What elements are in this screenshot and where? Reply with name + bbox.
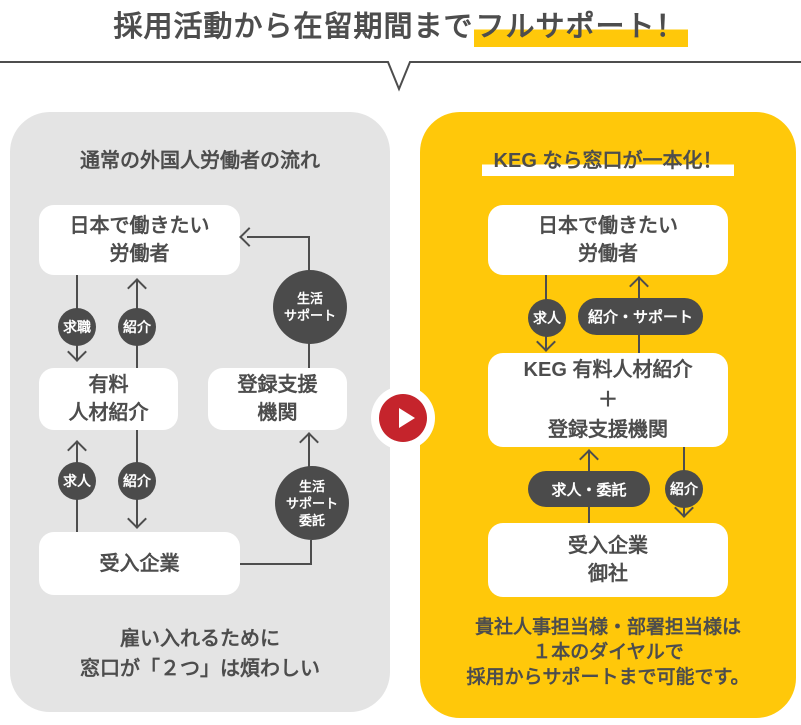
box-paid-agency: 有料 人材紹介 [39,368,178,430]
badge-label: 求職 [63,319,91,335]
badge-label: 求人 [63,473,91,489]
arrowhead-up-icon [127,278,147,298]
panel-keg-flow: KEG なら窓口が一本化！ 日本で働きたい 労働者 KEG 有料人材紹介 ＋ 登… [420,112,796,718]
box-company-keg-line1: 受入企業 [568,535,648,557]
arrowhead-up-icon [629,276,649,296]
box-keg-agency-line2: ＋ [598,389,618,411]
badge-life-support-outsourcing: 生活 サポート 委託 [275,466,349,540]
box-support-org-line1: 登録支援 [237,374,318,396]
badge-intro-lower: 紹介 [118,462,156,500]
right-panel-heading-text: KEG なら窓口が一本化！ [481,150,735,176]
box-worker: 日本で働きたい 労働者 [39,205,240,275]
box-keg-agency: KEG 有料人材紹介 ＋ 登録支援機関 [488,353,728,447]
line-support-to-worker-v [308,236,310,272]
line-outsourcing-up [308,434,310,468]
badge-label: 求人・委託 [551,481,627,499]
note-line: 窓口が「２つ」は煩わしい [80,658,320,680]
box-company-line1: 受入企業 [99,552,180,575]
divider-pointer [0,61,801,92]
line-company-to-outsourcing-h [240,563,312,565]
box-keg-agency-line3: 登録支援機関 [548,419,668,441]
badge-intro-support: 紹介・サポート [578,298,703,335]
badge-intro-keg: 紹介 [665,470,703,508]
title-highlight: フルサポート！ [473,11,688,47]
box-worker-keg-line1: 日本で働きたい [538,215,678,237]
badge-label: 生活 [298,478,325,494]
badge-job-seeking: 求職 [58,308,96,346]
note-line: 貴社人事担当様・部署担当様は [474,617,741,638]
badge-label: 求人 [533,310,561,326]
note-line: １本のダイヤルで [532,642,684,663]
box-support-org-line2: 機関 [257,402,298,424]
box-worker-keg: 日本で働きたい 労働者 [488,205,728,275]
badge-job-offer-keg: 求人 [528,299,566,337]
badge-label: 紹介・サポート [587,309,693,326]
transform-arrow [371,386,435,450]
badge-job-offer: 求人 [58,462,96,500]
arrowhead-up-icon [299,432,319,452]
panel-normal-flow: 通常の外国人労働者の流れ 日本で働きたい 労働者 有料 人材紹介 登録支援 機関… [10,112,390,712]
badge-label: 紹介 [123,473,151,489]
line-support-to-worker-h [247,236,310,238]
badge-life-support: 生活 サポート [273,270,347,344]
play-icon [379,394,427,442]
box-company: 受入企業 [39,532,240,595]
badge-label: 紹介 [123,319,151,335]
badge-label: 生活 [296,291,323,306]
arrowhead-up-icon [67,440,87,460]
left-panel-heading: 通常の外国人労働者の流れ [80,150,320,172]
box-worker-keg-line2: 労働者 [578,243,638,265]
left-panel-note: 雇い入れるために 窓口が「２つ」は煩わしい [10,624,390,684]
box-worker-line1: 日本で働きたい [69,215,210,237]
title-text: 採用活動から在留期間まで [113,11,474,43]
note-line: 雇い入れるために [120,628,280,650]
badge-offer-outsourcing: 求人・委託 [528,471,650,507]
box-company-keg: 受入企業 御社 [488,523,728,597]
badge-label: 委託 [298,512,325,528]
arrowhead-down-icon [127,509,147,529]
badge-intro-upper: 紹介 [118,308,156,346]
badge-label: サポート [283,308,336,323]
box-worker-line2: 労働者 [109,243,170,265]
badge-label: サポート [285,495,338,511]
box-paid-agency-line1: 有料 [88,374,129,396]
note-line: 採用からサポートまで可能です。 [466,667,750,688]
box-support-org: 登録支援 機関 [208,368,347,430]
page-title: 採用活動から在留期間までフルサポート！ [0,3,801,47]
arrowhead-up-icon [579,449,599,469]
play-triangle-icon [398,408,415,428]
arrowhead-left-icon [239,227,259,247]
box-paid-agency-line2: 人材紹介 [68,402,149,424]
line-company-to-outsourcing-v [310,540,312,565]
badge-label: 紹介 [670,481,698,497]
line-support-to-org [308,340,310,368]
right-panel-heading: KEG なら窓口が一本化！ [420,144,796,176]
box-keg-agency-line1: KEG 有料人材紹介 [523,359,693,381]
box-company-keg-line2: 御社 [588,563,628,585]
right-panel-note: 貴社人事担当様・部署担当様は １本のダイヤルで 採用からサポートまで可能です。 [420,615,796,690]
